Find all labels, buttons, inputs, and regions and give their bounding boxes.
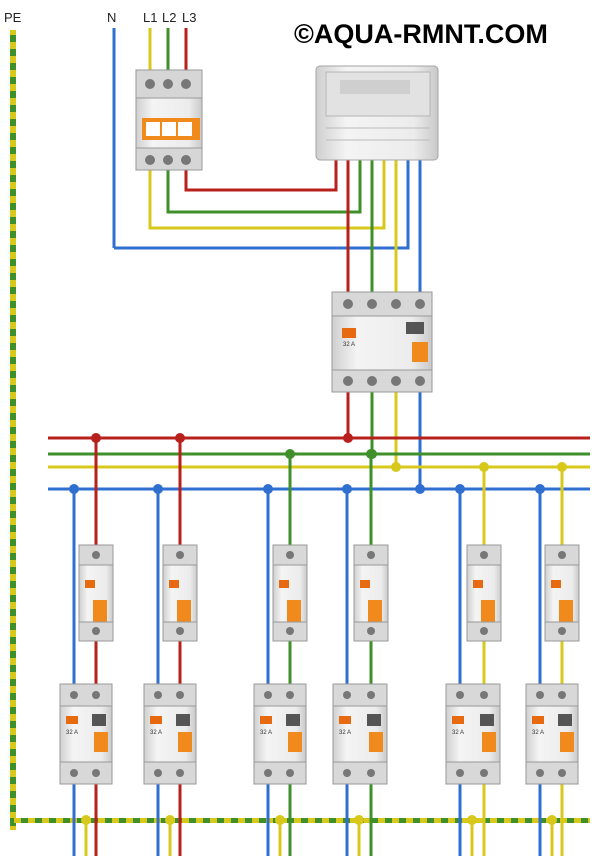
label-pe: PE xyxy=(4,10,22,25)
supply-wires xyxy=(112,28,188,248)
bus-bars xyxy=(48,436,590,491)
branch-breaker-4 xyxy=(353,544,389,642)
branch-rcd-rating: 32 A xyxy=(150,730,162,736)
junction-dot xyxy=(535,484,545,494)
junction-dot xyxy=(175,433,185,443)
label-l1: L1 xyxy=(143,10,157,25)
meter-to-rcd-wires xyxy=(346,160,422,292)
branch-rcd-2: 32 A xyxy=(143,683,197,785)
branch-rcd-3: 32 A xyxy=(253,683,307,785)
watermark: ©AQUA-RMNT.COM xyxy=(294,19,548,49)
junction-dot xyxy=(69,484,79,494)
electricity-meter xyxy=(315,65,439,161)
junction-dot xyxy=(91,433,101,443)
branch-devices: 32 A 32 A 32 A 32 A 32 A 32 A xyxy=(59,544,580,785)
branch-rcd-rating: 32 A xyxy=(260,730,272,736)
pe-junction-dot xyxy=(275,815,285,825)
junction-dot xyxy=(557,462,567,472)
label-l3: L3 xyxy=(182,10,196,25)
branch-rcd-5: 32 A xyxy=(445,683,501,785)
breaker-to-meter-wires xyxy=(114,160,410,250)
junction-dot xyxy=(342,484,352,494)
junction-dot xyxy=(479,462,489,472)
branch-breaker-5 xyxy=(466,544,502,642)
pe-junction-dot xyxy=(467,815,477,825)
branch-rcd-rating: 32 A xyxy=(532,730,544,736)
branch-breaker-1 xyxy=(78,544,114,642)
pe-junction-dot xyxy=(81,815,91,825)
junction-dot xyxy=(263,484,273,494)
junction-dot xyxy=(366,449,376,459)
main-rcd: 32 A xyxy=(331,291,433,393)
branch-breaker-2 xyxy=(162,544,198,642)
junction-dots xyxy=(343,433,425,494)
main-rcd-rating: 32 A xyxy=(343,342,355,348)
label-n: N xyxy=(107,10,116,25)
pe-junction-dot xyxy=(547,815,557,825)
branch-rcd-rating: 32 A xyxy=(66,730,78,736)
junction-dot xyxy=(455,484,465,494)
rcd-to-bus-wires xyxy=(346,392,422,489)
branch-rcd-1: 32 A xyxy=(59,683,113,785)
branch-breaker-6 xyxy=(544,544,580,642)
pe-junction-dot xyxy=(165,815,175,825)
pe-junction-dot xyxy=(354,815,364,825)
main-breaker xyxy=(135,69,203,171)
branch-rcd-4: 32 A xyxy=(332,683,388,785)
junction-dot xyxy=(285,449,295,459)
pe-conductor xyxy=(10,30,590,830)
branch-wires xyxy=(69,433,567,856)
junction-dot xyxy=(153,484,163,494)
branch-rcd-rating: 32 A xyxy=(452,730,464,736)
branch-rcd-rating: 32 A xyxy=(339,730,351,736)
label-l2: L2 xyxy=(162,10,176,25)
branch-breaker-3 xyxy=(272,544,308,642)
branch-rcd-6: 32 A xyxy=(525,683,579,785)
